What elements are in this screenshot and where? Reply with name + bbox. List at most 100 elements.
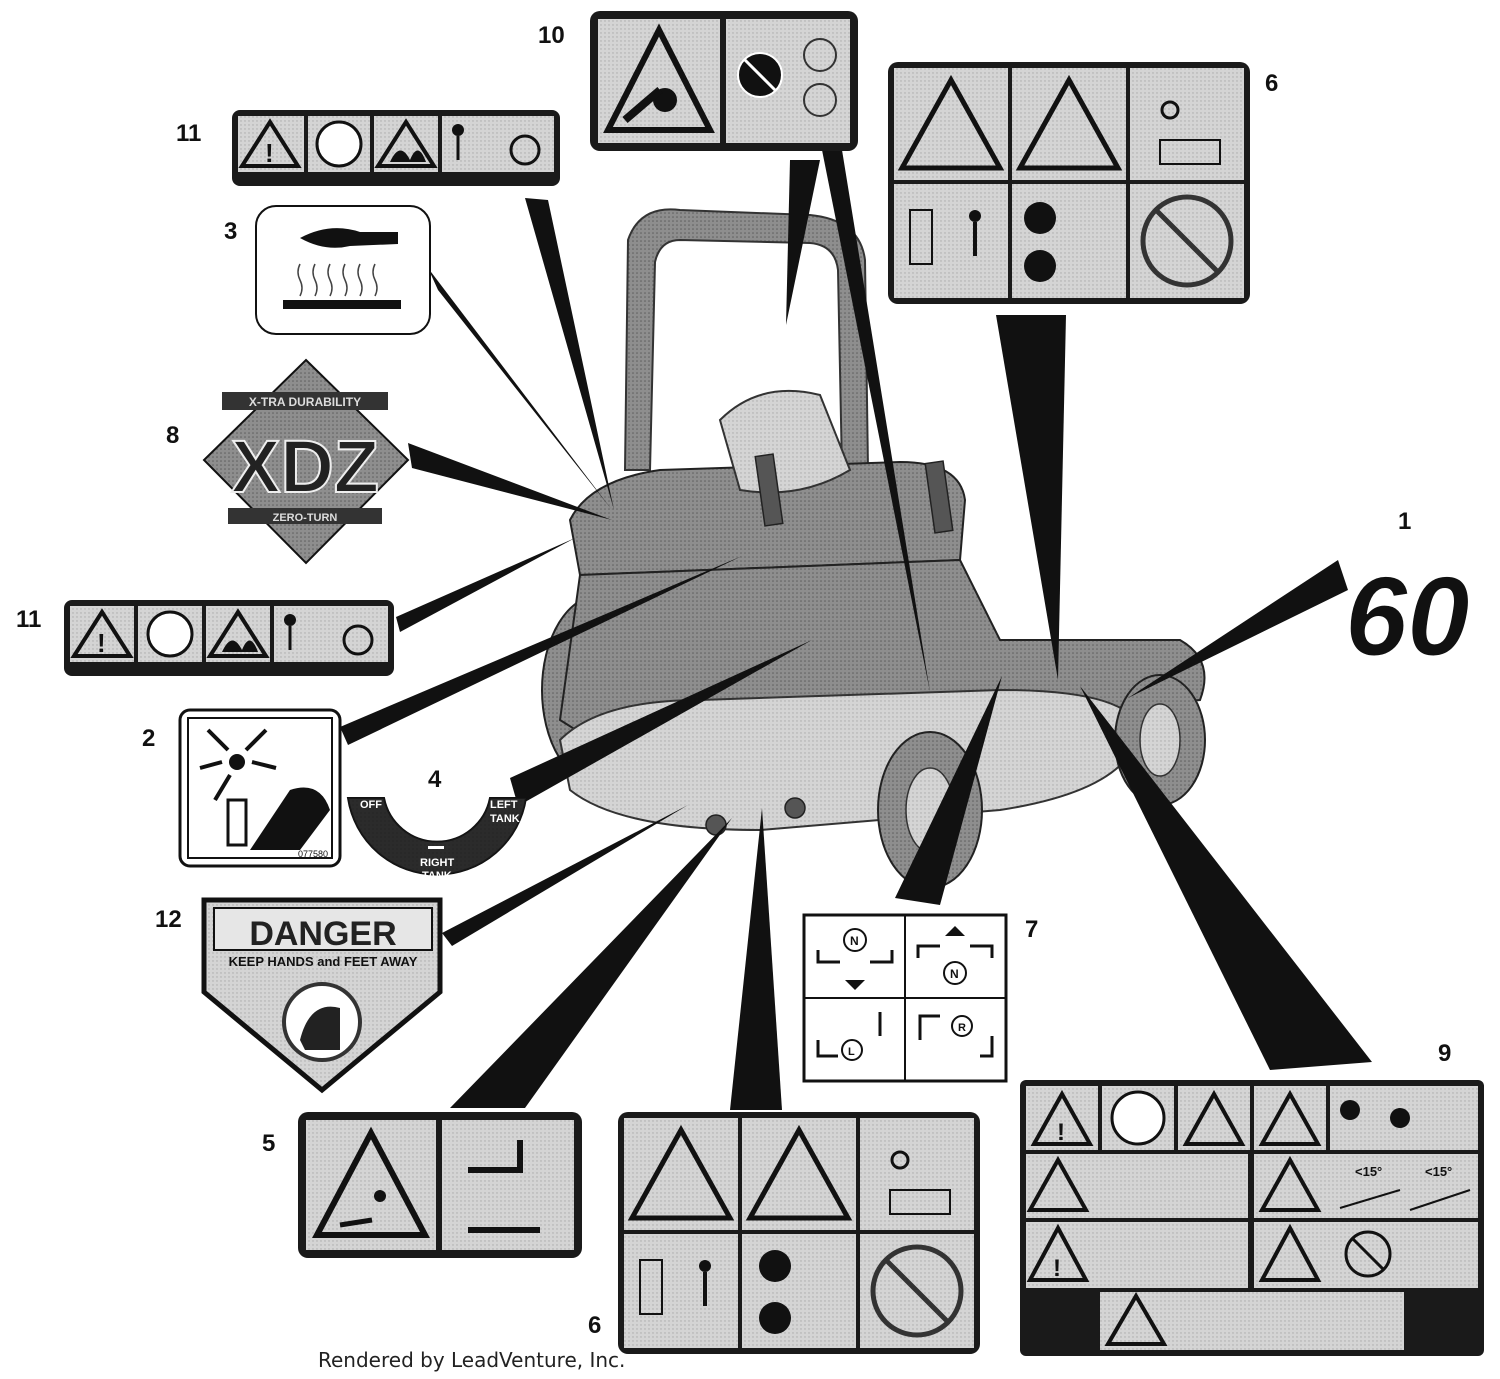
decal-8-xdz-logo: X-TRA DURABILITY XDZ ZERO-TURN: [202, 358, 410, 565]
no-step-icon: [1140, 194, 1234, 288]
no-feet-icon: [759, 1302, 791, 1334]
warning-triangle-icon: [1030, 1089, 1094, 1146]
keep-distance-icon: [909, 209, 933, 265]
decal-11-top-safety-strip: !: [232, 110, 560, 186]
warning-triangle-icon: [1104, 1292, 1168, 1346]
callout-number-5: 5: [262, 1130, 276, 1157]
callout-number-9: 9: [1438, 1040, 1452, 1067]
keep-distance-icon: [639, 1259, 663, 1315]
rollover-warning-icon: [1182, 1089, 1246, 1146]
part-number-text: 077580: [298, 849, 328, 859]
svg-text:!: !: [1057, 1119, 1065, 1146]
callout-number-11-top: 11: [176, 120, 202, 147]
svg-text:L: L: [848, 1046, 855, 1058]
svg-text:N: N: [850, 934, 859, 948]
callout-number-4: 4: [428, 766, 442, 793]
zero-turn-mower: [541, 208, 1206, 889]
decal-5-discharge-warning: [298, 1112, 582, 1258]
decal-60-deck-size: 60: [1345, 554, 1471, 680]
read-manual-icon: [315, 120, 363, 168]
deck-size-text: 60: [1345, 554, 1470, 679]
xdz-top-text: X-TRA DURABILITY: [249, 395, 361, 409]
callout-number-2: 2: [142, 725, 156, 752]
tank-left-label: LEFT: [490, 799, 518, 811]
callout-number-1: 1: [1398, 508, 1412, 535]
danger-title-text: DANGER: [249, 915, 396, 953]
decal-10-rotating-blade-warning: [590, 11, 858, 151]
thrown-object-warning-icon: [627, 1124, 735, 1221]
no-hands-icon: [759, 1250, 791, 1282]
heat-waves-icon: [297, 263, 378, 297]
decal-9-large-safety-panel: ! <15° <15° !: [1020, 1080, 1484, 1356]
hand-icon: [250, 787, 330, 850]
decal-2-entanglement: 077580: [178, 708, 342, 868]
no-feet-icon: [1024, 250, 1056, 282]
warning-triangle-icon: [1026, 1223, 1090, 1282]
svg-text:N: N: [950, 967, 959, 981]
crush-warning-icon: [745, 1124, 853, 1221]
key-icon: [890, 1150, 910, 1170]
hand-icon: [300, 228, 398, 248]
fire-warning-icon: [374, 118, 438, 168]
tank-off-label: OFF: [360, 799, 382, 811]
slope-warning-icon: [1258, 1155, 1322, 1212]
tank-right-label: RIGHT: [420, 857, 455, 869]
svg-text:!: !: [1053, 1255, 1061, 1282]
svg-text:!: !: [97, 628, 106, 658]
manual-icon: [889, 1189, 951, 1215]
decal-3-hot-surface: [255, 205, 431, 335]
bystander-icon: [284, 614, 296, 626]
neutral-icon: [843, 928, 867, 952]
mower-icon: [342, 624, 374, 656]
decal-6-bottom-safety-panel: [618, 1112, 980, 1354]
no-hands-icon: [1340, 1100, 1360, 1120]
manual-icon: [1159, 139, 1221, 165]
discharge-chute-icon: [468, 1140, 523, 1173]
thrown-object-warning-icon: [897, 74, 1005, 171]
svg-text:R: R: [958, 1022, 966, 1034]
callout-leaders: [340, 150, 1372, 1110]
footer-credit: Rendered by LeadVenture, Inc.: [318, 1348, 626, 1372]
decal-4-fuel-tank-selector: OFF LEFT TANK RIGHT TANK: [346, 797, 528, 882]
bystander-icon: [452, 124, 464, 136]
slope-limit-text: <15°: [1355, 1164, 1382, 1179]
warning-triangle-icon: [603, 23, 715, 133]
danger-subtitle-text: KEEP HANDS and FEET AWAY: [229, 954, 418, 969]
tank-left-label-2: TANK: [490, 813, 520, 825]
shaft-icon: [229, 754, 245, 770]
rollover-warning-icon: [1258, 1223, 1322, 1282]
hand-icon: [1390, 1108, 1410, 1128]
callout-number-6-top: 6: [1265, 70, 1279, 97]
callout-number-3: 3: [224, 218, 238, 245]
fire-warning-icon: [206, 608, 270, 658]
callout-number-10: 10: [538, 22, 565, 49]
callout-number-7: 7: [1025, 916, 1039, 943]
xdz-bottom-text: ZERO-TURN: [273, 512, 338, 524]
mower-icon: [509, 134, 541, 166]
warning-triangle-icon: [238, 118, 302, 168]
decal-6-top-safety-panel: [888, 62, 1250, 304]
svg-text:!: !: [265, 138, 274, 168]
entanglement-warning-icon: [1258, 1089, 1322, 1146]
no-step-icon: [870, 1244, 964, 1338]
crush-warning-icon: [1015, 74, 1123, 171]
decal-12-danger: DANGER KEEP HANDS and FEET AWAY: [201, 897, 443, 1094]
tank-right-label-2: TANK: [422, 870, 452, 882]
slope-limit-text-2: <15°: [1425, 1164, 1452, 1179]
callout-number-6-bottom: 6: [588, 1312, 602, 1339]
decal-7-motion-control: N N L R: [802, 913, 1008, 1083]
thrown-object-warning-icon: [1026, 1155, 1090, 1212]
left-turn-icon: [841, 1039, 863, 1061]
warning-triangle-icon: [70, 608, 134, 658]
read-manual-icon: [146, 610, 194, 658]
thrown-object-warning-icon: [312, 1126, 430, 1238]
right-turn-icon: [951, 1015, 973, 1037]
rotation-arrow-icon: [803, 83, 837, 117]
callout-number-11-side: 11: [16, 606, 42, 633]
key-icon: [1160, 100, 1180, 120]
read-manual-icon: [1110, 1090, 1166, 1146]
no-passenger-icon: [1344, 1230, 1392, 1278]
no-hands-icon: [1024, 202, 1056, 234]
neutral-icon: [943, 961, 967, 985]
